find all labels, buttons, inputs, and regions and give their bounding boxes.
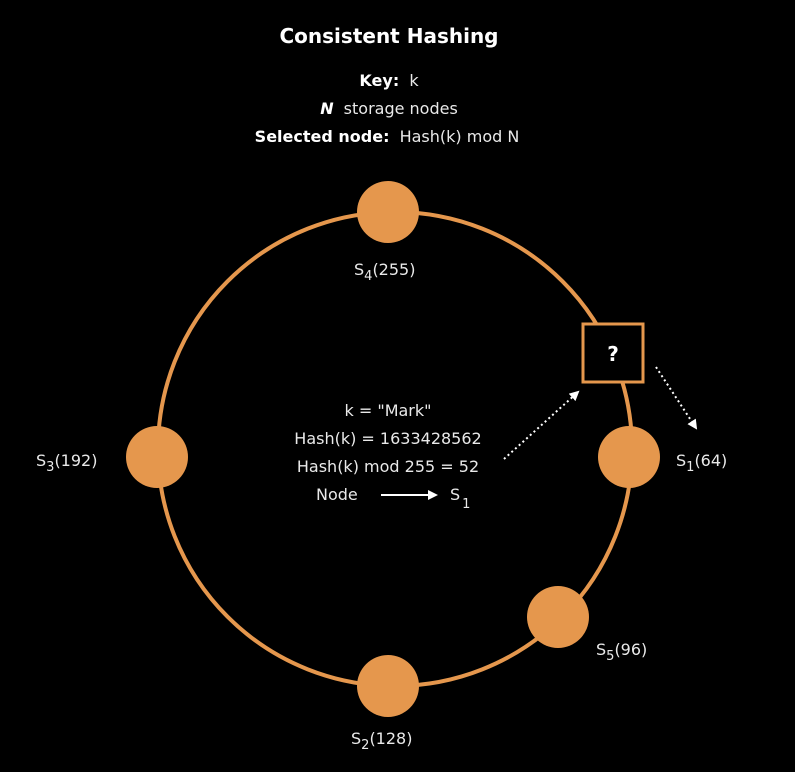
nodes-line: N storage nodes bbox=[320, 99, 458, 118]
diagram-title: Consistent Hashing bbox=[280, 24, 499, 48]
unknown-position-box bbox=[581, 322, 645, 384]
question-mark-icon: ? bbox=[607, 342, 619, 366]
calc-node-label: Node bbox=[316, 485, 358, 504]
node-label-s1: S1(64) bbox=[676, 451, 727, 475]
node-label-s4: S4(255) bbox=[354, 260, 415, 284]
node-label-s2: S2(128) bbox=[351, 729, 412, 753]
dotted-arrow-to-box bbox=[503, 390, 580, 460]
node-label-s4-base: S bbox=[354, 260, 364, 279]
node-label-s4-sub: 4 bbox=[364, 269, 372, 284]
node-s5 bbox=[527, 586, 589, 648]
node-label-s3-base: S bbox=[36, 451, 46, 470]
key-line: Key: k bbox=[359, 71, 419, 90]
node-label-s1-value: (64) bbox=[694, 451, 727, 470]
node-label-s1-base: S bbox=[676, 451, 686, 470]
node-label-s5-value: (96) bbox=[614, 640, 647, 659]
node-label-s5-sub: 5 bbox=[606, 649, 614, 664]
node-label-s4-value: (255) bbox=[372, 260, 415, 279]
selected-node-line: Selected node: Hash(k) mod N bbox=[255, 127, 520, 146]
node-label-s5-base: S bbox=[596, 640, 606, 659]
node-label-s2-value: (128) bbox=[369, 729, 412, 748]
node-label-s3-sub: 3 bbox=[46, 460, 54, 475]
calc-key-line: k = "Mark" bbox=[344, 401, 431, 420]
node-s2 bbox=[357, 655, 419, 717]
nodes-text: storage nodes bbox=[344, 99, 458, 118]
calc-mod-line: Hash(k) mod 255 = 52 bbox=[297, 457, 479, 476]
calc-result-base: S bbox=[450, 485, 460, 504]
node-label-s2-base: S bbox=[351, 729, 361, 748]
node-label-s2-sub: 2 bbox=[361, 738, 369, 753]
selected-node-label: Selected node: bbox=[255, 127, 390, 146]
node-label-s5: S5(96) bbox=[596, 640, 647, 664]
node-label-s3: S3(192) bbox=[36, 451, 97, 475]
node-s1 bbox=[598, 426, 660, 488]
calc-hash-line: Hash(k) = 1633428562 bbox=[294, 429, 481, 448]
key-value: k bbox=[409, 71, 419, 90]
node-label-s3-value: (192) bbox=[54, 451, 97, 470]
node-s4 bbox=[357, 181, 419, 243]
calc-result-node: S1 bbox=[450, 485, 470, 512]
node-label-s1-sub: 1 bbox=[686, 460, 694, 475]
nodes-count-symbol: N bbox=[320, 99, 334, 118]
calc-result-sub: 1 bbox=[462, 497, 470, 512]
key-label: Key: bbox=[359, 71, 399, 90]
selected-node-formula: Hash(k) mod N bbox=[400, 127, 520, 146]
dotted-arrow-to-s1 bbox=[655, 366, 698, 430]
node-s3 bbox=[126, 426, 188, 488]
